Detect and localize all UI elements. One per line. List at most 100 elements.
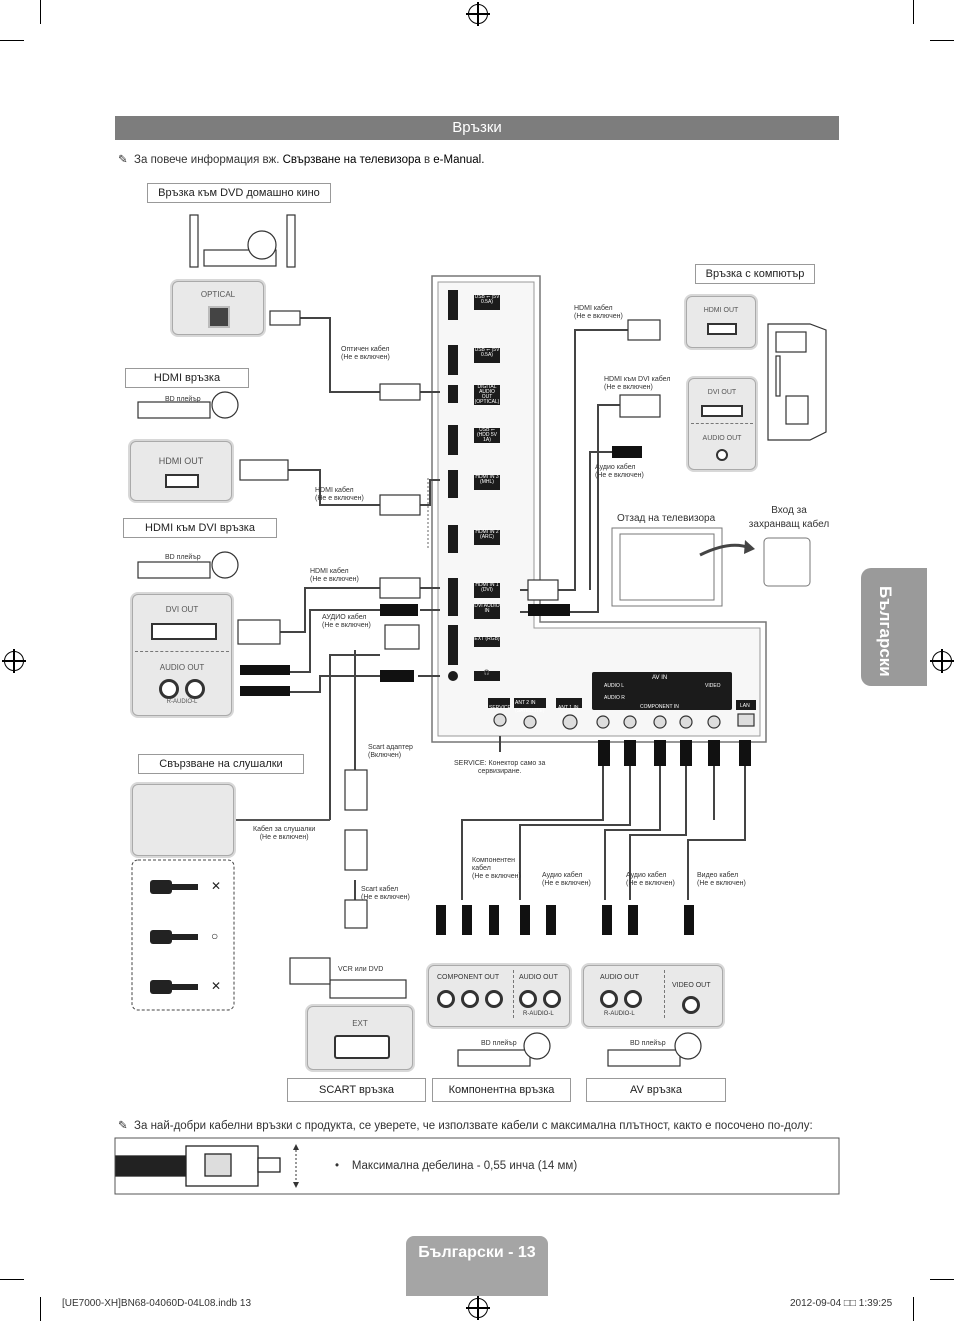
- crop-mark: [930, 40, 954, 41]
- tv-port-optical: DIGITAL AUDIO OUT (OPTICAL): [474, 384, 500, 405]
- headphone-panel: [132, 784, 234, 856]
- crop-mark: [930, 1279, 954, 1280]
- hdmi-out-label: HDMI OUT: [158, 456, 204, 466]
- max-thickness: • Максимална дебелина - 0,55 инча (14 мм…: [335, 1160, 578, 1172]
- page-number-tab: Български - 13: [406, 1236, 548, 1296]
- footer-date: 2012-09-04 □□ 1:39:25: [790, 1298, 893, 1309]
- label-hdmi-dvi: HDMI към DVI връзка: [123, 518, 277, 538]
- crop-mark: [0, 40, 24, 41]
- tv-port-usb2: USB ⭠ (5V 0.5A): [474, 348, 500, 363]
- pc-audio-out-label: AUDIO OUT: [702, 435, 742, 442]
- component-out-label: COMPONENT OUT: [437, 974, 500, 981]
- pc-dvi-panel: DVI OUT AUDIO OUT: [688, 378, 756, 470]
- registration-mark-icon: [2, 649, 26, 673]
- note-link[interactable]: Свързване на телевизора: [282, 154, 421, 166]
- note-text: За повече информация вж.: [134, 154, 280, 166]
- ext-label: EXT: [352, 1019, 368, 1028]
- optical-panel: OPTICAL: [172, 281, 264, 335]
- rca-port-icon: [437, 990, 455, 1008]
- cable-label: HDMI кабел(Не е включен): [315, 487, 364, 502]
- optical-port-icon: [208, 306, 230, 328]
- tv-lan-label: LAN: [740, 703, 750, 709]
- tv-audio-r-label: AUDIO R: [604, 695, 625, 701]
- cable-label: Scart кабел(Не е включен): [361, 886, 410, 901]
- rca-port-icon: [624, 990, 642, 1008]
- audio-out-label: AUDIO OUT: [600, 974, 639, 981]
- r-audio-l-label: R-AUDIO-L: [604, 1011, 635, 1017]
- divider: [135, 651, 229, 652]
- top-note: ✎ За повече информация вж. Свързване на …: [118, 152, 484, 166]
- divider: [513, 970, 514, 1018]
- divider: [664, 970, 665, 1018]
- rca-port-icon: [185, 679, 205, 699]
- pc-dvi-out-label: DVI OUT: [707, 389, 737, 396]
- rca-port-icon: [519, 990, 537, 1008]
- mark-cross-icon: ✕: [211, 879, 222, 893]
- rca-port-icon: [543, 990, 561, 1008]
- cable-label: Аудио кабел(Не е включен): [626, 872, 675, 887]
- label-scart: SCART връзка: [287, 1078, 426, 1102]
- language-side-tab: Български: [861, 568, 927, 686]
- tv-service-label: SERVICE: [489, 705, 511, 711]
- cable-label: Оптичен кабел(Не е включен): [341, 346, 390, 361]
- device-label: VCR или DVD: [338, 966, 384, 973]
- dvi-port-icon: [151, 623, 217, 640]
- cable-label: HDMI кабел(Не е включен): [310, 568, 359, 583]
- cable-label: АУДИО кабел(Не е включен): [322, 614, 371, 629]
- component-av-panel: COMPONENT OUT AUDIO OUT R-AUDIO-L: [428, 965, 570, 1027]
- registration-mark-icon: [466, 1296, 490, 1320]
- label-headphones: Свързване на слушалки: [138, 754, 304, 774]
- tv-port-dvi-audio: DVI AUDIO IN: [474, 604, 500, 619]
- mark-circle-icon: ○: [211, 929, 219, 943]
- page-title: Връзки: [115, 116, 839, 140]
- crop-mark: [913, 0, 914, 24]
- bottom-note: ✎ За най-добри кабелни връзки с продукта…: [118, 1118, 813, 1132]
- tv-port-usb1: USB ⭠ (5V 0.5A): [474, 295, 500, 310]
- manual-link[interactable]: e-Manual.: [433, 154, 485, 166]
- label-pc: Връзка с компютър: [695, 264, 815, 284]
- tv-audio-l-label: AUDIO L: [604, 683, 625, 689]
- crop-mark: [0, 1279, 24, 1280]
- device-label: BD плейър: [481, 1040, 517, 1047]
- r-audio-l-label: R-AUDIO-L: [523, 1011, 554, 1017]
- crop-mark: [40, 1297, 41, 1321]
- device-label: BD плейър: [165, 396, 201, 403]
- rca-port-icon: [600, 990, 618, 1008]
- label-component: Компонентна връзка: [432, 1078, 571, 1102]
- registration-mark-icon: [466, 2, 490, 26]
- max-thickness-text: Максимална дебелина - 0,55 инча (14 мм): [351, 1160, 578, 1172]
- note-text: в: [423, 154, 431, 166]
- tv-component-in-label: COMPONENT IN: [640, 704, 679, 710]
- tv-ant1-label: ANT 1 IN: [558, 705, 579, 711]
- device-label: BD плейър: [630, 1040, 666, 1047]
- label-av: AV връзка: [586, 1078, 726, 1102]
- hdmi-port-icon: [707, 323, 737, 335]
- cable-label: Аудио кабел(Не е включен): [542, 872, 591, 887]
- pc-hdmi-out-label: HDMI OUT: [703, 307, 739, 314]
- registration-mark-icon: [930, 649, 954, 673]
- footer-file: [UE7000-XH]BN68-04060D-04L08.indb 13: [62, 1298, 252, 1309]
- cable-label: Видео кабел(Не е включен): [697, 872, 746, 887]
- ext-panel: EXT: [307, 1006, 413, 1070]
- cable-label: HDMI кабел(Не е включен): [574, 305, 623, 320]
- dvi-panel: DVI OUT AUDIO OUT R-AUDIO-L: [132, 594, 232, 716]
- tv-back-label: Отзад на телевизора: [617, 513, 716, 524]
- mark-cross-icon: ✕: [211, 979, 222, 993]
- scart-port-icon: [334, 1035, 390, 1059]
- rca-port-icon: [461, 990, 479, 1008]
- pencil-icon: ✎: [118, 154, 128, 166]
- cable-label: Кабел за слушалки(Не е включен): [253, 826, 316, 841]
- side-tab-text: Български: [876, 586, 895, 677]
- tv-port-hdmi1: HDMI IN 1 (DVI): [474, 583, 500, 598]
- cable-label: Аудио кабел(Не е включен): [595, 464, 644, 479]
- hdmi-out-panel: HDMI OUT: [130, 441, 232, 501]
- label-dvd-home-theater: Връзка към DVD домашно кино: [147, 183, 331, 203]
- pc-hdmi-panel: HDMI OUT: [686, 296, 756, 348]
- cable-label: HDMI към DVI кабел(Не е включен): [604, 376, 671, 391]
- tv-port-hdmi2: HDMI IN 2 (ARC): [474, 530, 500, 545]
- pencil-icon: ✎: [118, 1120, 128, 1132]
- cable-label: Scart адаптер(Включен): [368, 744, 413, 759]
